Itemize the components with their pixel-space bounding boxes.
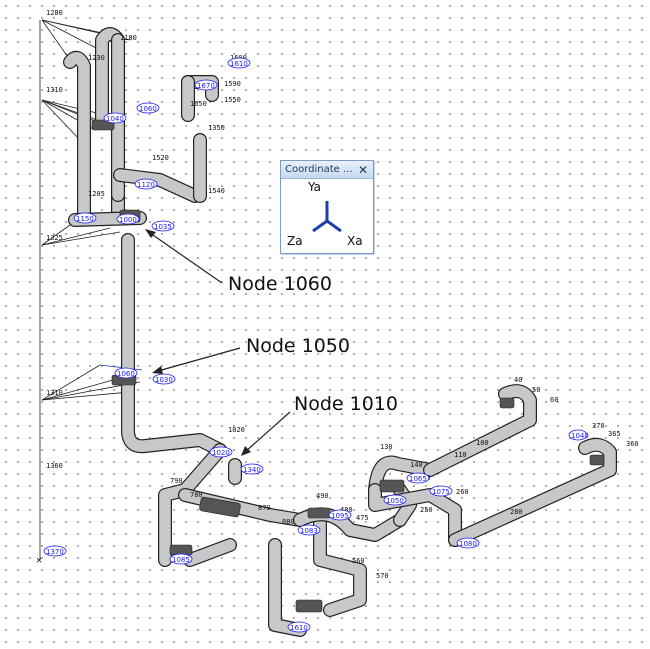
node-number: 1280 xyxy=(46,9,63,17)
node-number: 1350 xyxy=(208,124,225,132)
svg-text:1030: 1030 xyxy=(155,376,173,384)
node-number: 110 xyxy=(454,451,467,459)
node-number: 260 xyxy=(456,488,469,496)
node-number: 790 xyxy=(170,477,183,485)
node-number: 1020 xyxy=(228,426,245,434)
node-number: 1180 xyxy=(120,34,137,42)
node-number: 60 xyxy=(550,396,558,404)
svg-text:✕: ✕ xyxy=(36,555,42,566)
node-number: 480 xyxy=(340,506,353,514)
node-number: 1230 xyxy=(88,54,105,62)
node-number: 360 xyxy=(626,440,639,448)
node-number: 475 xyxy=(356,514,369,522)
node-number: 1520 xyxy=(152,154,169,162)
node-number: 140 xyxy=(410,461,423,469)
close-icon[interactable]: ✕ xyxy=(357,162,368,177)
node-number: 1540 xyxy=(208,187,225,195)
svg-text:1050: 1050 xyxy=(386,497,404,505)
node-number: 130 xyxy=(380,443,393,451)
node-number: 880 xyxy=(282,518,295,526)
coordinate-axes-window[interactable]: Coordinate ... ✕ Ya Za Xa xyxy=(280,160,374,254)
node-number: 490 xyxy=(316,492,329,500)
node-number: 1590 xyxy=(224,80,241,88)
node-number: 1360 xyxy=(46,462,63,470)
callout-label: Node 1060 xyxy=(228,273,332,295)
axis-label-z: Za xyxy=(287,234,303,248)
node-number: 560 xyxy=(352,557,365,565)
node-number: 1310 xyxy=(46,389,63,397)
axis-label-y: Ya xyxy=(308,180,322,194)
svg-text:1075: 1075 xyxy=(432,488,450,496)
svg-text:1610: 1610 xyxy=(230,60,248,68)
node-number: 365 xyxy=(608,430,621,438)
callout-node-1050: Node 1050 xyxy=(152,335,350,374)
callout-node-1060: Node 1060 xyxy=(145,229,332,295)
svg-text:1150: 1150 xyxy=(76,215,94,223)
node-number: 250 xyxy=(420,506,433,514)
node-number: 1650 xyxy=(190,100,207,108)
svg-text:1060: 1060 xyxy=(139,105,157,113)
coordinate-axes-display: Ya Za Xa xyxy=(281,179,373,253)
coordinate-window-title: Coordinate ... xyxy=(285,164,353,175)
axis-label-x: Xa xyxy=(347,234,363,248)
svg-text:1370: 1370 xyxy=(46,548,64,556)
svg-text:1035: 1035 xyxy=(154,223,172,231)
svg-text:1083: 1083 xyxy=(300,527,318,535)
callout-label: Node 1010 xyxy=(294,393,398,415)
node-number: 1325 xyxy=(46,234,63,242)
svg-text:1610: 1610 xyxy=(290,624,308,632)
pipe-network[interactable] xyxy=(63,27,617,637)
node-number: 870 xyxy=(258,504,271,512)
svg-text:1000: 1000 xyxy=(119,216,137,224)
node-number: 570 xyxy=(376,572,389,580)
svg-text:1340: 1340 xyxy=(243,466,261,474)
svg-text:1040: 1040 xyxy=(106,115,124,123)
axes-triad-icon xyxy=(312,201,342,233)
node-number: 780 xyxy=(190,491,203,499)
node-number: 370 xyxy=(592,422,605,430)
svg-text:1095: 1095 xyxy=(331,512,349,520)
callout-node-1010: Node 1010 xyxy=(241,393,398,456)
svg-text:1080: 1080 xyxy=(459,540,477,548)
left-reference-line: ✕ xyxy=(36,20,42,566)
node-number-labels: 1280 1180 1230 1310 1325 1205 1520 1540 … xyxy=(46,9,639,580)
node-number: 280 xyxy=(510,508,523,516)
node-number: 1310 xyxy=(46,86,63,94)
svg-text:1060: 1060 xyxy=(117,370,135,378)
node-badges xyxy=(43,57,588,633)
node-number: 1205 xyxy=(88,190,105,198)
coordinate-window-titlebar[interactable]: Coordinate ... ✕ xyxy=(281,161,373,179)
svg-text:1065: 1065 xyxy=(409,475,427,483)
svg-text:1020: 1020 xyxy=(212,449,230,457)
callout-label: Node 1050 xyxy=(246,335,350,357)
node-number: 100 xyxy=(476,439,489,447)
svg-text:1120: 1120 xyxy=(137,181,155,189)
node-number: 1550 xyxy=(224,96,241,104)
svg-text:1040: 1040 xyxy=(571,432,589,440)
node-number: 50 xyxy=(532,386,540,394)
svg-text:1085: 1085 xyxy=(172,556,190,564)
node-number: 40 xyxy=(514,376,522,384)
node-badge-labels: 1610 1670 1060 1040 1120 1150 1000 1035 … xyxy=(46,60,589,632)
svg-text:1670: 1670 xyxy=(197,82,215,90)
